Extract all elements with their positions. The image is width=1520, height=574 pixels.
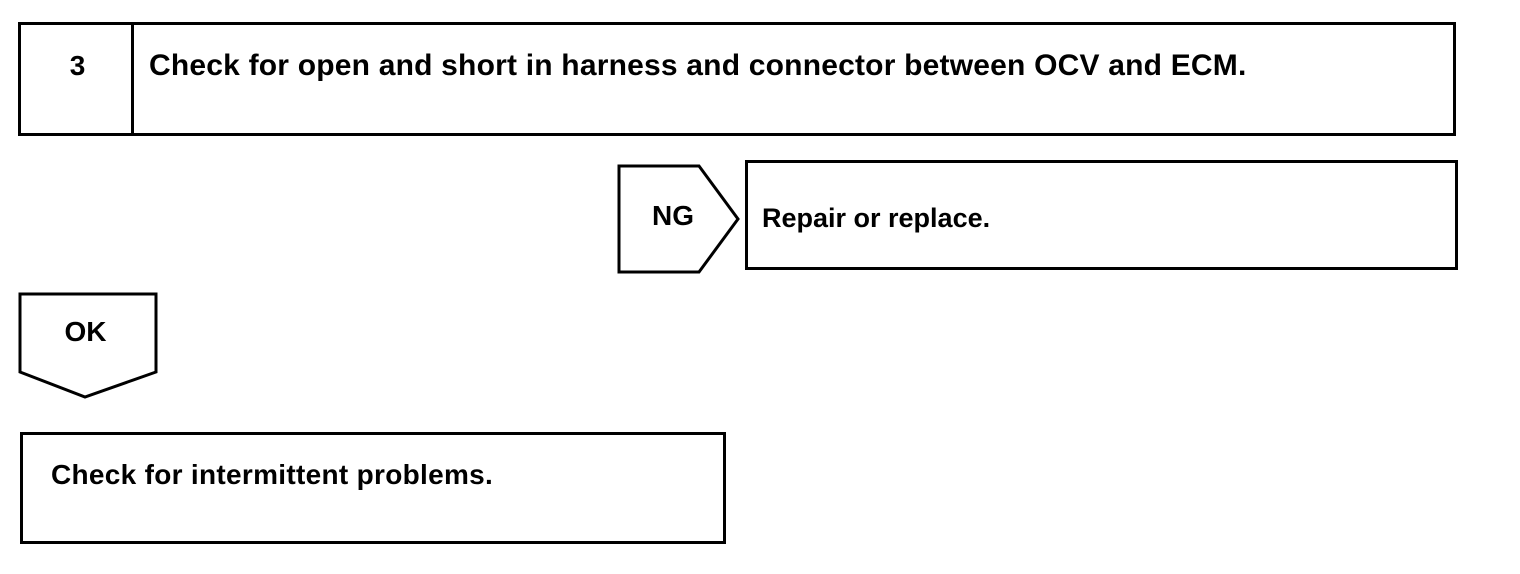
step-number-cell xyxy=(21,25,134,133)
step-box: 3 Check for open and short in harness an… xyxy=(18,22,1456,136)
ok-action-text: Check for intermittent problems. xyxy=(51,459,494,490)
step-number: 3 xyxy=(69,50,86,81)
ng-label: NG xyxy=(652,200,694,231)
ng-action-box: Repair or replace. xyxy=(745,160,1458,270)
ng-arrow-shape xyxy=(617,164,740,274)
ok-action-box: Check for intermittent problems. xyxy=(20,432,726,544)
ng-action-text: Repair or replace. xyxy=(762,203,991,233)
ok-label: OK xyxy=(64,316,107,347)
step-title: Check for open and short in harness and … xyxy=(149,49,1247,82)
ok-arrow-shape xyxy=(18,292,158,399)
